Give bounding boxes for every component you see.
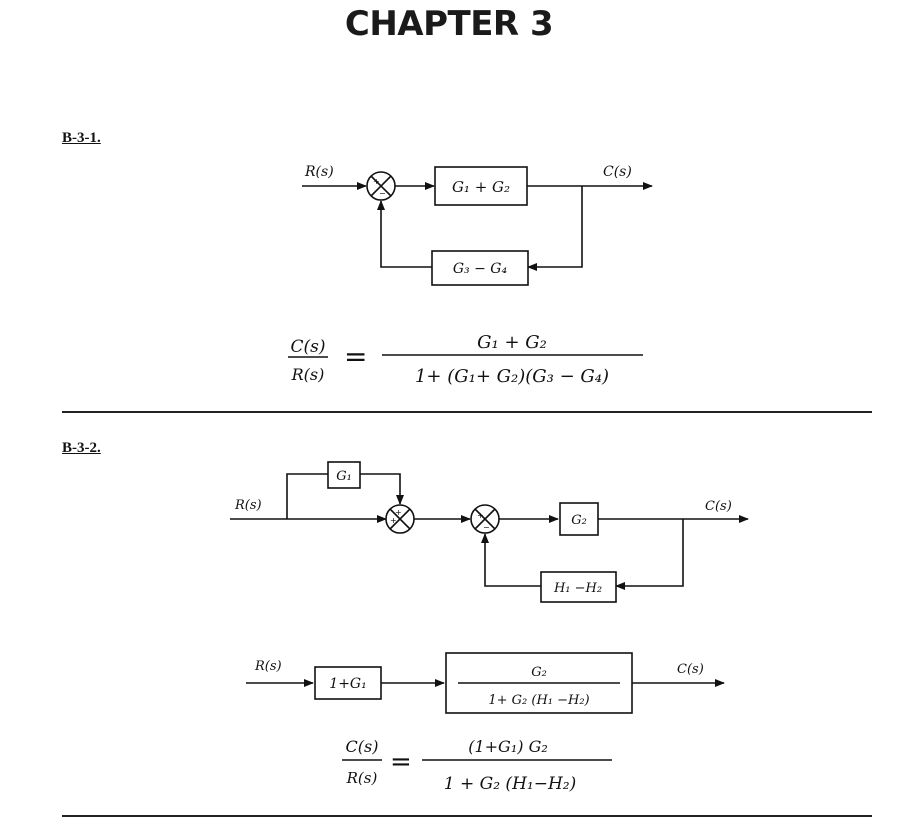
feedback-return-path [377, 200, 432, 268]
svg-text:+: + [390, 516, 397, 525]
section-divider-2 [62, 815, 872, 817]
feedback-path [527, 186, 583, 271]
summing-junction-2: + − [470, 504, 500, 534]
diagram-b-3-1: R(s) + − G₁ + G₂ C(s) G₃ − G₄ [302, 164, 653, 286]
input-label-2: R(s) [234, 498, 262, 513]
forward-block-label: G₁ + G₂ [452, 178, 510, 196]
problem-label-b-3-2: B-3-2. [62, 440, 101, 456]
summing-junction-1: + + [385, 504, 415, 534]
reduced-input-label: R(s) [254, 659, 282, 674]
reduced-diagram-b-3-2: R(s) 1+G₁ G₂ 1+ G₂ (H₁ −H₂) C(s) [246, 652, 725, 714]
eq1-lhs-num: C(s) [291, 337, 326, 357]
input-label: R(s) [304, 164, 334, 180]
equation-b-3-1: C(s) R(s) = G₁ + G₂ 1+ (G₁+ G₂)(G₃ − G₄) [288, 332, 643, 387]
chapter-title: CHAPTER 3 [344, 4, 554, 44]
feedback-block-2 [540, 571, 617, 603]
feedback-block [431, 250, 529, 286]
svg-text:−: − [379, 189, 386, 198]
eq2-equals: = [390, 747, 412, 777]
feedforward-block-label: G₁ [336, 469, 352, 484]
reduced-block-2-den: 1+ G₂ (H₁ −H₂) [488, 693, 589, 708]
eq2-lhs-den: R(s) [346, 769, 378, 787]
problem-label-b-3-1: B-3-1. [62, 130, 101, 146]
output-label: C(s) [603, 164, 632, 180]
svg-text:−: − [483, 523, 490, 532]
output-label-2: C(s) [705, 499, 732, 514]
equation-b-3-2: C(s) R(s) = (1+G₁) G₂ 1 + G₂ (H₁−H₂) [342, 737, 612, 794]
eq1-equals: = [344, 340, 367, 373]
feedback-block-label: G₃ − G₄ [453, 261, 508, 277]
eq2-lhs-num: C(s) [346, 737, 379, 756]
forward-block-2-label: G₂ [571, 513, 587, 528]
summing-junction: + − [366, 171, 396, 201]
svg-text:+: + [395, 508, 402, 517]
reduced-block-2-num: G₂ [531, 665, 547, 680]
feedforward-block [327, 461, 361, 489]
svg-text:+: + [477, 511, 484, 520]
eq1-lhs-den: R(s) [291, 365, 325, 384]
eq2-rhs-den: 1 + G₂ (H₁−H₂) [444, 774, 576, 794]
svg-text:+: + [373, 177, 380, 186]
eq1-rhs-num: G₁ + G₂ [477, 332, 547, 353]
reduced-block-1-label: 1+G₁ [329, 676, 366, 692]
section-divider-1 [62, 411, 872, 413]
diagram-b-3-2: R(s) G₁ + + + − G₂ [230, 461, 749, 603]
reduced-output-label: C(s) [677, 662, 704, 677]
feedback-block-2-label: H₁ −H₂ [553, 581, 602, 596]
eq1-rhs-den: 1+ (G₁+ G₂)(G₃ − G₄) [415, 366, 609, 387]
eq2-rhs-num: (1+G₁) G₂ [468, 737, 548, 756]
